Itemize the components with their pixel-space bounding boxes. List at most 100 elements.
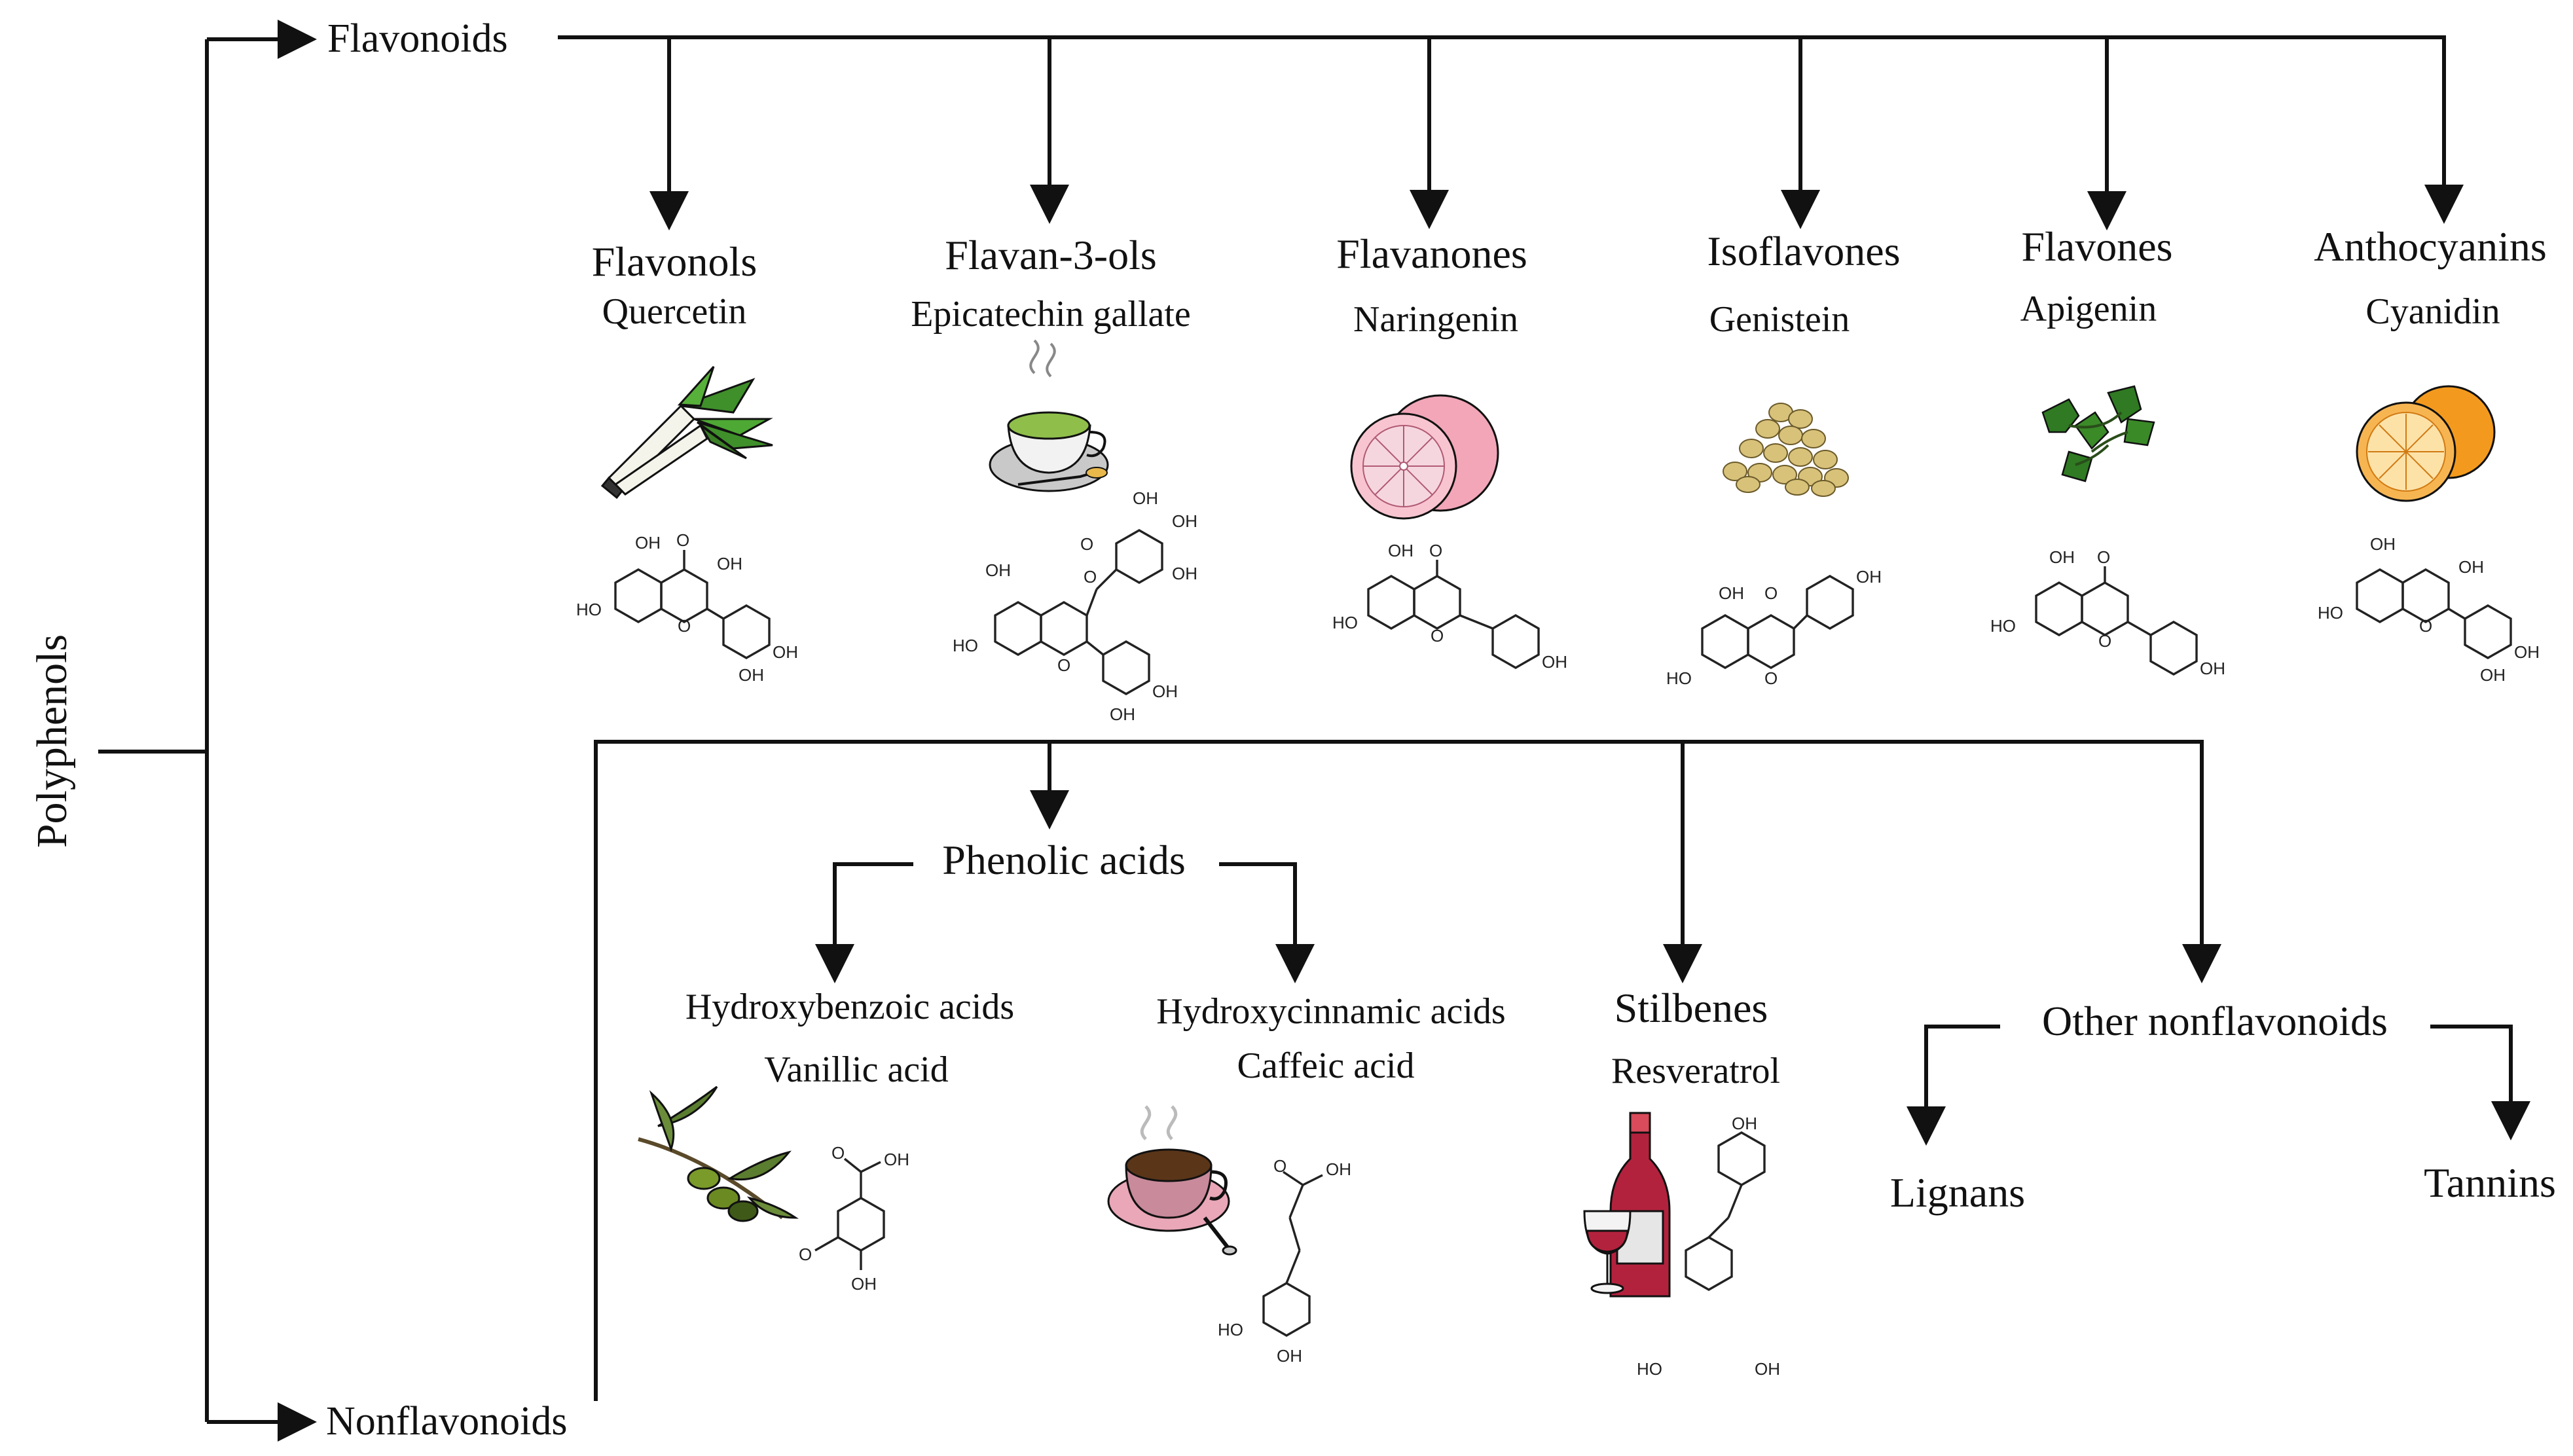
svg-text:HO: HO [953,636,978,655]
connector-lines [98,20,2530,1442]
svg-text:O: O [1431,626,1444,646]
naringenin-structure: O OH HO O OH [1332,541,1567,672]
svg-text:O: O [1429,541,1442,560]
svg-text:O: O [1084,567,1097,587]
svg-text:OH: OH [884,1150,909,1169]
class-name-hydroxybenzoic-acids: Hydroxybenzoic acids [685,987,1015,1027]
cyanidin-structure: OH OH HO O OH OH [2318,534,2540,685]
soybeans-icon [1723,403,1849,497]
class-name-flavones: Flavones [2021,223,2173,270]
svg-text:OH: OH [773,642,798,662]
class-name-isoflavones: Isoflavones [1707,228,1901,274]
svg-text:O: O [678,616,691,636]
arrow-to-other-nonflavonoids [594,740,2221,1401]
svg-text:HO: HO [2318,603,2343,623]
svg-text:OH: OH [2200,659,2225,678]
svg-text:HO: HO [576,600,602,619]
svg-text:OH: OH [1133,488,1158,508]
compound-quercetin: Quercetin [602,291,747,332]
svg-text:O: O [1080,534,1093,554]
svg-text:OH: OH [635,533,661,553]
flavonoids-label: Flavonoids [327,16,508,61]
svg-text:OH: OH [1755,1359,1780,1379]
genistein-structure: OH O HO O OH [1666,567,1882,688]
other-nonflavonoids-label: Other nonflavonoids [2042,998,2388,1044]
nonflavonoids-label: Nonflavonoids [326,1399,568,1444]
svg-text:OH: OH [2480,665,2506,685]
parsley-icon [2041,385,2155,482]
svg-text:OH: OH [1152,682,1178,701]
phenolic-acids-label: Phenolic acids [942,837,1186,883]
svg-text:HO: HO [1637,1359,1662,1379]
svg-text:O: O [1273,1156,1286,1176]
compound-apigenin: Apigenin [2020,289,2157,329]
svg-text:OH: OH [2458,557,2484,577]
class-name-flavan-3-ols: Flavan-3-ols [945,232,1157,278]
svg-text:OH: OH [1326,1159,1351,1179]
svg-text:OH: OH [1856,567,1882,587]
svg-text:O: O [1764,583,1778,603]
svg-text:HO: HO [1666,668,1692,688]
caffeic-acid-structure: O OH HO OH [1218,1156,1351,1366]
compound-cyanidin: Cyanidin [2365,291,2500,332]
class-name-stilbenes: Stilbenes [1614,985,1768,1031]
arrow-to-hydroxybenzoic [815,862,913,983]
compound-epicatechin-gallate: Epicatechin gallate [911,294,1191,335]
svg-text:OH: OH [2049,547,2075,567]
vanillic-acid-structure: O OH O OH [799,1143,909,1294]
svg-text:OH: OH [1388,541,1414,560]
compound-resveratrol: Resveratrol [1611,1051,1781,1091]
svg-text:OH: OH [1719,583,1744,603]
epicatechin-gallate-structure: O O OH OH OH OH HO O OH OH [953,488,1197,724]
svg-text:HO: HO [1218,1320,1243,1339]
svg-text:OH: OH [717,554,742,573]
svg-text:OH: OH [2370,534,2396,554]
svg-text:OH: OH [739,665,764,685]
svg-text:OH: OH [851,1274,877,1294]
svg-text:OH: OH [1172,564,1197,583]
svg-text:O: O [676,530,689,550]
svg-text:O: O [1764,668,1778,688]
compound-naringenin: Naringenin [1353,299,1518,340]
orange-icon [2356,385,2496,502]
class-name-flavonols: Flavonols [591,238,757,285]
arrow-to-lignans [1907,1025,2000,1146]
quercetin-structure: O OH OH HO OH OH O [576,530,798,685]
svg-text:OH: OH [1110,704,1135,724]
arrow-to-hydroxycinnamic [1219,862,1315,983]
class-name-flavanones: Flavanones [1336,230,1527,277]
wine-bottle-icon [1583,1112,1671,1298]
svg-text:OH: OH [1172,511,1197,531]
class-name-hydroxycinnamic-acids: Hydroxycinnamic acids [1156,991,1506,1032]
svg-text:OH: OH [1732,1114,1757,1133]
class-name-lignans: Lignans [1889,1169,2026,1216]
compound-vanillic-acid: Vanillic acid [764,1049,949,1090]
olive-branch-icon [638,1085,799,1222]
svg-text:OH: OH [2514,642,2540,662]
svg-text:OH: OH [1542,652,1567,672]
svg-text:HO: HO [1990,616,2016,636]
svg-text:OH: OH [1277,1346,1302,1366]
class-name-tannins: Tannins [2424,1159,2556,1206]
svg-text:OH: OH [985,560,1011,580]
leek-icon [600,365,773,500]
compound-genistein: Genistein [1709,299,1850,340]
resveratrol-structure: OH HO OH [1637,1114,1780,1379]
root-label: Polyphenols [28,634,76,848]
svg-text:O: O [2097,547,2110,567]
apigenin-structure: O OH HO O OH [1990,547,2225,678]
tea-cup-icon [989,339,1109,492]
svg-text:O: O [799,1245,812,1264]
arrow-to-anthocyanins [558,35,2464,224]
svg-text:O: O [1057,655,1070,675]
svg-text:O: O [2419,616,2432,636]
svg-text:O: O [831,1143,845,1163]
arrow-to-tannins [2430,1025,2530,1140]
class-name-anthocyanins: Anthocyanins [2314,223,2547,270]
grapefruit-icon [1350,394,1499,520]
coffee-cup-icon [1107,1105,1237,1256]
svg-text:HO: HO [1332,613,1358,632]
compound-caffeic-acid: Caffeic acid [1237,1046,1415,1086]
svg-text:O: O [2098,631,2111,651]
